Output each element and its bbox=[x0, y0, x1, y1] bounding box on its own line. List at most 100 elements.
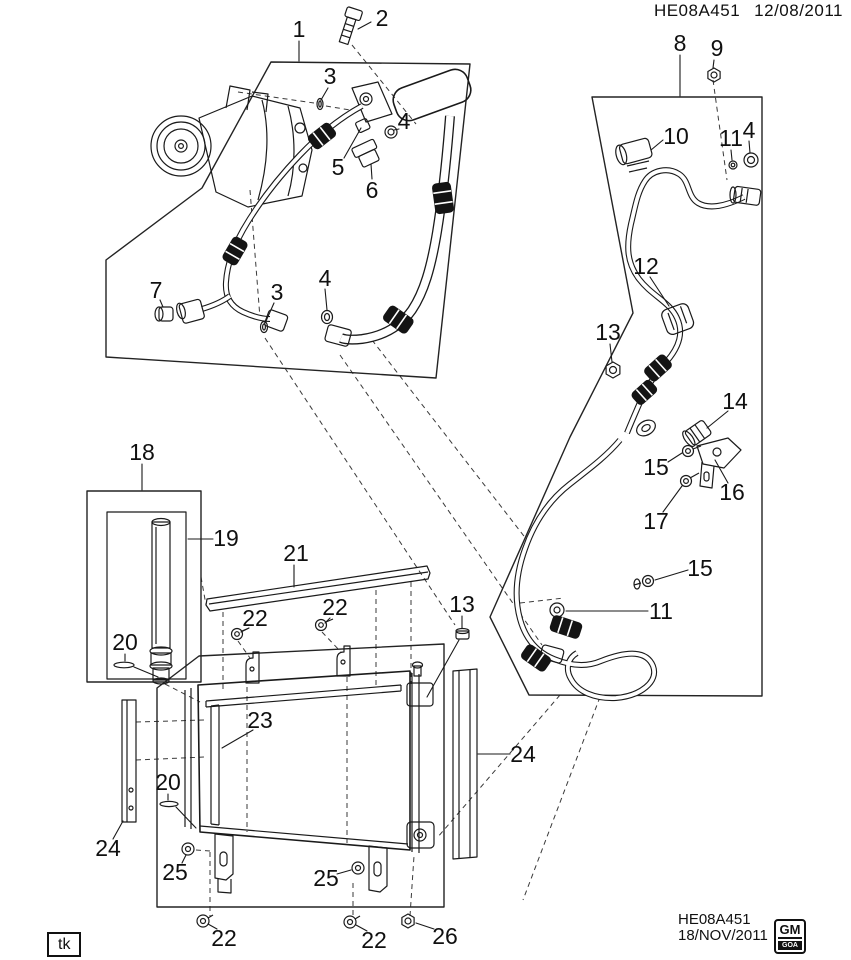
callout-leader-4 bbox=[393, 128, 400, 131]
drier-washer bbox=[113, 661, 135, 669]
callout-5: 5 bbox=[332, 154, 345, 180]
callout-15: 15 bbox=[687, 555, 713, 581]
callout-11: 11 bbox=[649, 598, 673, 624]
callout-9: 9 bbox=[711, 35, 724, 61]
callout-6: 6 bbox=[366, 177, 379, 203]
liquid-hose-group-border bbox=[489, 96, 763, 697]
gm-logo-subtext: GOA bbox=[778, 941, 802, 950]
callout-3: 3 bbox=[324, 63, 337, 89]
drawing-header: HE08A451 12/08/2011 bbox=[654, 1, 843, 21]
projection-line bbox=[237, 640, 251, 659]
callout-26: 26 bbox=[432, 923, 458, 949]
compressor-hose-assembly bbox=[154, 6, 472, 347]
nut bbox=[605, 361, 621, 379]
callout-leader-26 bbox=[415, 922, 435, 930]
drawing-date: 12/08/2011 bbox=[754, 1, 843, 20]
protective-cap bbox=[615, 137, 653, 166]
service-valve bbox=[351, 138, 380, 168]
callout-leader-25 bbox=[181, 854, 187, 864]
projection-line bbox=[237, 91, 315, 104]
suction-hose-fitting bbox=[324, 324, 352, 347]
pressure-sensor bbox=[682, 420, 712, 447]
callout-leader-9 bbox=[712, 59, 715, 69]
mounting-clip bbox=[336, 645, 351, 677]
projection-line bbox=[351, 44, 417, 125]
dashed-projection-lines bbox=[135, 44, 728, 917]
mounting-clip bbox=[245, 651, 260, 684]
projection-line bbox=[712, 79, 728, 181]
callout-leader-2 bbox=[357, 21, 372, 30]
callout-22: 22 bbox=[322, 594, 348, 620]
callout-22: 22 bbox=[361, 927, 387, 953]
footer-date: 18/NOV/2011 bbox=[678, 927, 768, 944]
lower-bracket-left bbox=[214, 833, 234, 894]
nut bbox=[707, 67, 721, 83]
callout-7: 7 bbox=[150, 277, 163, 303]
projection-line bbox=[436, 694, 561, 839]
desiccant-cartridge bbox=[149, 517, 173, 685]
callout-19: 19 bbox=[213, 525, 239, 551]
callout-leader-22 bbox=[240, 627, 250, 633]
projection-line bbox=[164, 683, 201, 703]
callout-15: 15 bbox=[643, 454, 669, 480]
drawing-number: HE08A451 bbox=[653, 1, 741, 20]
group-borders bbox=[105, 61, 763, 908]
projection-line bbox=[371, 339, 528, 541]
callout-leader-15 bbox=[654, 569, 689, 581]
condenser-group-border bbox=[156, 643, 445, 908]
callout-25: 25 bbox=[162, 859, 188, 885]
compressor-hose-group-border bbox=[105, 61, 471, 379]
projection-line bbox=[519, 597, 565, 604]
callout-2: 2 bbox=[376, 5, 389, 31]
callout-leader-6 bbox=[370, 163, 373, 180]
callout-leader-17 bbox=[662, 485, 683, 513]
callout-leader-22 bbox=[355, 924, 368, 932]
footer-drawing-number: HE08A451 bbox=[678, 911, 751, 928]
callout-leader-11 bbox=[730, 149, 733, 161]
author-initials: tk bbox=[58, 936, 71, 953]
drier-washer bbox=[159, 800, 179, 808]
callout-23: 23 bbox=[247, 707, 273, 733]
sealing-cap bbox=[455, 630, 470, 640]
callout-4: 4 bbox=[743, 117, 756, 143]
projection-line bbox=[135, 719, 206, 723]
callout-leader-24 bbox=[112, 820, 124, 840]
callout-18: 18 bbox=[129, 439, 155, 465]
callout-22: 22 bbox=[242, 605, 268, 631]
callout-21: 21 bbox=[283, 540, 309, 566]
callout-20: 20 bbox=[112, 629, 138, 655]
lower-bracket-right bbox=[368, 845, 388, 893]
gm-logo-text: GM bbox=[778, 922, 802, 939]
projection-line bbox=[522, 696, 601, 901]
callout-10: 10 bbox=[663, 123, 689, 149]
projection-line bbox=[339, 354, 543, 646]
callout-leader-15 bbox=[667, 452, 683, 463]
callout-1: 1 bbox=[293, 16, 306, 42]
projection-line bbox=[409, 855, 415, 917]
upper-seal-strip bbox=[205, 565, 431, 612]
callout-17: 17 bbox=[643, 508, 669, 534]
callout-11: 11 bbox=[719, 125, 743, 151]
callout-3: 3 bbox=[271, 279, 284, 305]
callout-14: 14 bbox=[722, 388, 748, 414]
callout-leader-16 bbox=[714, 459, 729, 484]
callout-12: 12 bbox=[633, 253, 659, 279]
callout-leader-5 bbox=[343, 127, 362, 159]
callout-24: 24 bbox=[510, 741, 536, 767]
callout-leader-3 bbox=[320, 87, 329, 101]
callout-leader-23 bbox=[221, 729, 254, 749]
author-initials-box: tk bbox=[47, 932, 82, 957]
projection-line bbox=[135, 756, 206, 761]
callout-4: 4 bbox=[319, 265, 332, 291]
discharge-pipe-left-fitting bbox=[178, 298, 205, 324]
sealing-cap bbox=[154, 306, 174, 322]
projection-line bbox=[195, 849, 211, 852]
condenser-assembly bbox=[121, 565, 478, 929]
callout-leader-25 bbox=[336, 869, 352, 875]
screws-and-nuts bbox=[181, 618, 415, 929]
callout-4: 4 bbox=[398, 108, 411, 134]
callout-leader-14 bbox=[706, 410, 729, 429]
callout-leader-3 bbox=[265, 302, 275, 322]
